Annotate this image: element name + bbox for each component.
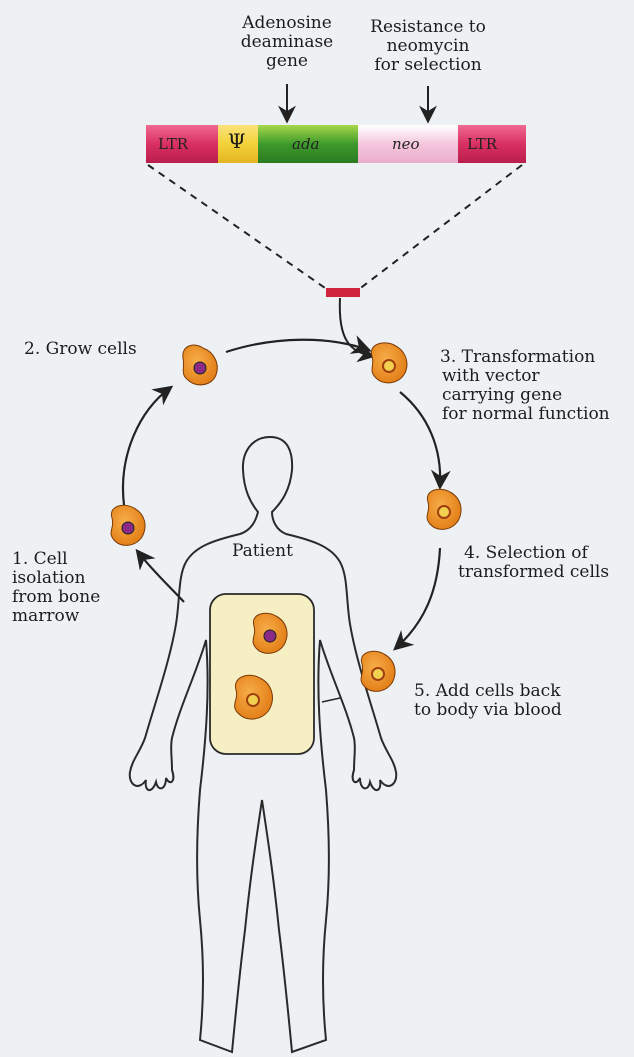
vector-mini [326, 288, 360, 297]
step1-line-3: from bone [12, 588, 100, 607]
psi-label: Ψ [228, 129, 246, 153]
neo-gene-line-2: neomycin [360, 37, 496, 56]
step5-line-2: to body via blood [414, 701, 562, 720]
step1-line-2: isolation [12, 569, 100, 588]
neo-gene-line-1: Resistance to [360, 18, 496, 37]
zoom-line-left [148, 165, 328, 290]
arrow-step4-to-step5 [396, 548, 440, 648]
ada-label: ada [292, 135, 320, 153]
neo-gene-label: Resistance to neomycin for selection [360, 18, 496, 75]
cell-step5 [361, 651, 395, 691]
ada-gene-line-1: Adenosine [224, 14, 350, 33]
cell-step3 [371, 343, 407, 383]
step4-line-1: 4. Selection of [464, 544, 609, 563]
ltr-left-label: LTR [158, 135, 188, 153]
cell-step1 [111, 505, 145, 545]
zoom-line-right [358, 165, 522, 290]
step1-line-4: marrow [12, 607, 100, 626]
step3-line-1: 3. Transformation [440, 348, 610, 367]
step4-line-2: transformed cells [458, 563, 609, 582]
neo-gene-line-3: for selection [360, 56, 496, 75]
step5-label: 5. Add cells back to body via blood [414, 682, 562, 720]
ada-gene-line-2: deaminase [224, 33, 350, 52]
arrow-step1-to-step2 [123, 388, 170, 505]
cell-step2 [183, 345, 217, 385]
step3-label: 3. Transformation with vector carrying g… [440, 348, 610, 424]
step3-line-4: for normal function [440, 405, 610, 424]
patient-label: Patient [232, 542, 293, 561]
cell-step4 [427, 489, 461, 529]
arrow-step3-to-step4 [400, 392, 440, 486]
iv-line [322, 698, 340, 702]
vector-to-cell-arrow [340, 298, 372, 356]
step2-label: 2. Grow cells [24, 340, 137, 359]
step3-line-2: with vector [440, 367, 610, 386]
step1-label: 1. Cell isolation from bone marrow [12, 550, 100, 626]
ltr-right-label: LTR [467, 135, 497, 153]
ada-gene-line-3: gene [224, 52, 350, 71]
step3-line-3: carrying gene [440, 386, 610, 405]
step4-label: 4. Selection of transformed cells [464, 544, 609, 582]
arrow-body-to-step1 [138, 552, 184, 602]
ada-gene-label: Adenosine deaminase gene [224, 14, 350, 71]
step5-line-1: 5. Add cells back [414, 682, 562, 701]
neo-label: neo [392, 135, 420, 153]
step1-line-1: 1. Cell [12, 550, 100, 569]
